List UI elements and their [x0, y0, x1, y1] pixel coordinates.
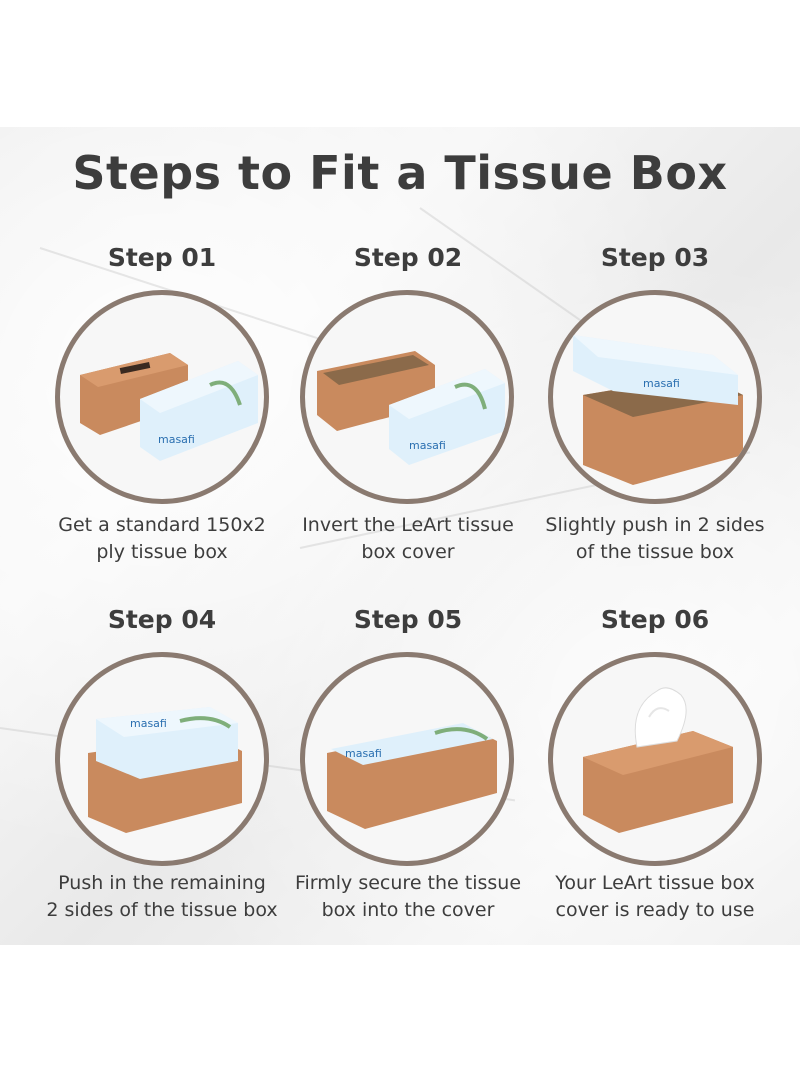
- page-title: Steps to Fit a Tissue Box: [72, 146, 728, 200]
- step-01-caption: Get a standard 150x2 ply tissue box: [32, 512, 292, 566]
- step-01: Step 01: [32, 238, 292, 278]
- step-label: Step 01: [107, 243, 217, 272]
- step-02: Step 02: [278, 238, 538, 278]
- step-06-image: [548, 652, 762, 866]
- brand-logo: masafi: [409, 439, 446, 452]
- caption-line: ply tissue box: [96, 541, 228, 563]
- step-03-image: masafi: [548, 290, 762, 504]
- step-04: Step 04: [32, 600, 292, 640]
- step-06-caption: Your LeArt tissue box cover is ready to …: [525, 870, 785, 924]
- step-03-caption: Slightly push in 2 sides of the tissue b…: [525, 512, 785, 566]
- caption-line: 2 sides of the tissue box: [46, 899, 278, 921]
- step-04-caption: Push in the remaining 2 sides of the tis…: [32, 870, 292, 924]
- step-label: Step 03: [600, 243, 710, 272]
- caption-line: Get a standard 150x2: [58, 514, 266, 536]
- step-05: Step 05: [278, 600, 538, 640]
- caption-line: box cover: [361, 541, 455, 563]
- caption-line: Firmly secure the tissue: [294, 872, 522, 894]
- brand-logo: masafi: [345, 747, 382, 760]
- caption-line: cover is ready to use: [555, 899, 755, 921]
- caption-line: Your LeArt tissue box: [555, 872, 755, 894]
- caption-line: Slightly push in 2 sides: [545, 514, 765, 536]
- step-06: Step 06: [525, 600, 785, 640]
- step-label: Step 02: [353, 243, 463, 272]
- step-label: Step 06: [600, 605, 710, 634]
- step-04-image: masafi: [55, 652, 269, 866]
- step-03: Step 03: [525, 238, 785, 278]
- step-02-caption: Invert the LeArt tissue box cover: [278, 512, 538, 566]
- step-01-image: masafi: [55, 290, 269, 504]
- step-02-image: masafi: [300, 290, 514, 504]
- caption-line: box into the cover: [321, 899, 495, 921]
- brand-logo: masafi: [158, 433, 195, 446]
- step-label: Step 04: [107, 605, 217, 634]
- caption-line: of the tissue box: [575, 541, 735, 563]
- brand-logo: masafi: [130, 717, 167, 730]
- step-05-image: masafi: [300, 652, 514, 866]
- caption-line: Invert the LeArt tissue: [302, 514, 514, 536]
- brand-logo: masafi: [643, 377, 680, 390]
- caption-line: Push in the remaining: [58, 872, 266, 894]
- step-05-caption: Firmly secure the tissue box into the co…: [278, 870, 538, 924]
- step-label: Step 05: [353, 605, 463, 634]
